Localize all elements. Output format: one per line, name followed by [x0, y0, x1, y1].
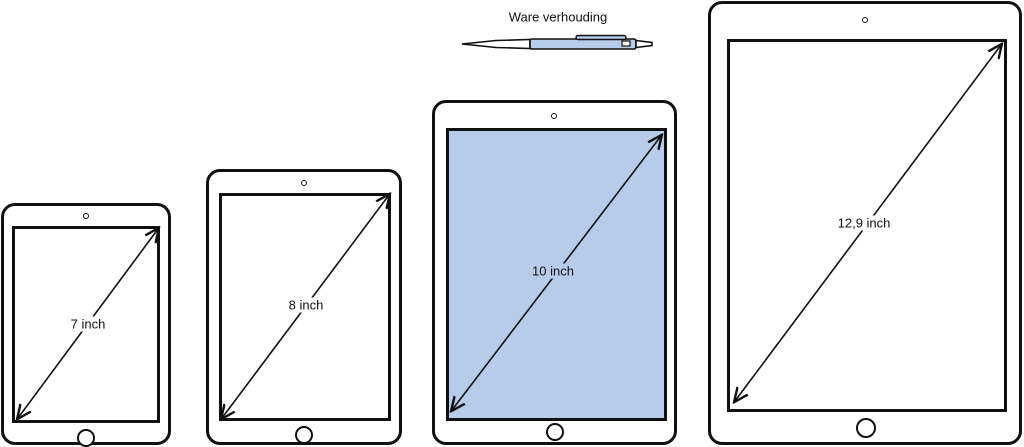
- home-button-icon: [546, 423, 564, 441]
- size-label-8-inch: 8 inch: [285, 297, 327, 313]
- size-label-12-9-inch: 12,9 inch: [834, 215, 894, 231]
- home-button-icon: [77, 429, 95, 447]
- pen-icon: [461, 34, 653, 50]
- size-label-10-inch: 10 inch: [529, 263, 577, 279]
- camera-icon: [83, 213, 89, 219]
- camera-icon: [862, 17, 868, 23]
- size-label-7-inch: 7 inch: [67, 316, 109, 332]
- camera-icon: [301, 180, 307, 186]
- camera-icon: [551, 113, 557, 119]
- home-button-icon: [856, 418, 876, 438]
- caption: Ware verhouding: [508, 9, 608, 25]
- home-button-icon: [295, 426, 313, 444]
